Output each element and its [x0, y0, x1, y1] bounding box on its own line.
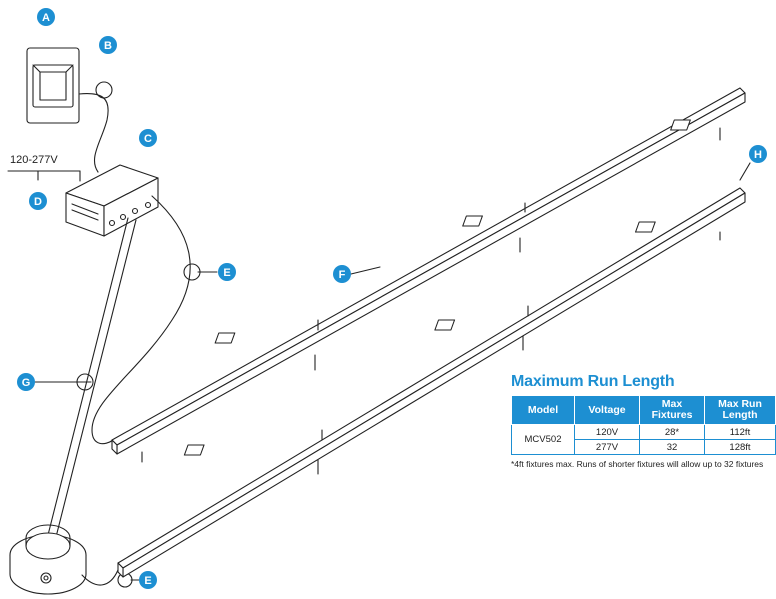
cell-voltage: 120V [574, 424, 640, 440]
table-header-row: Model Voltage Max Fixtures Max Run Lengt… [511, 395, 776, 425]
callout-g: G [17, 373, 35, 391]
run-table-title: Maximum Run Length [511, 373, 675, 390]
callout-c: C [139, 129, 157, 147]
svg-text:F: F [339, 269, 346, 281]
header-model: Model [511, 395, 575, 425]
header-max-fixtures: Max Fixtures [639, 395, 705, 425]
cell-fixtures: 28* [639, 424, 705, 440]
cell-model: MCV502 [511, 424, 575, 455]
header-max-run-length: Max Run Length [704, 395, 776, 425]
callout-d: D [29, 192, 47, 210]
control-cable [78, 93, 109, 173]
callout-h: H [749, 145, 767, 163]
svg-text:H: H [754, 149, 762, 161]
svg-text:E: E [144, 575, 151, 587]
max-run-length-panel: Maximum Run Length Model Voltage Max Fix… [511, 373, 776, 469]
wall-controller [26, 47, 80, 124]
svg-text:C: C [144, 133, 152, 145]
run-table-note: *4ft fixtures max. Runs of shorter fixtu… [511, 459, 764, 469]
power-supply-box [65, 164, 159, 237]
cable-marker-b [95, 81, 113, 99]
fixture-run-lower [117, 187, 746, 589]
voltage-label: 120-277V [10, 154, 58, 166]
table-row: MCV502 120V 28* 112ft [511, 424, 776, 455]
cell-voltage: 277V [574, 439, 640, 455]
svg-text:B: B [104, 40, 112, 52]
header-voltage: Voltage [574, 395, 640, 425]
callout-e-upper: E [218, 263, 236, 281]
callout-e-lower: E [139, 571, 157, 589]
svg-text:A: A [42, 12, 50, 24]
fixture-cable-upper [91, 195, 191, 445]
callout-b: B [99, 36, 117, 54]
conduit [47, 217, 137, 538]
junction-box [9, 524, 87, 595]
run-length-table: Model Voltage Max Fixtures Max Run Lengt… [511, 395, 776, 455]
svg-text:G: G [22, 377, 31, 389]
cell-fixtures: 32 [639, 439, 705, 455]
cell-length: 112ft [704, 424, 776, 440]
callout-f: F [333, 265, 351, 283]
cell-length: 128ft [704, 439, 776, 455]
table-row: 277V 32 128ft [512, 439, 776, 455]
svg-text:E: E [223, 267, 230, 279]
fixture-run-upper [111, 87, 746, 463]
voltage-input [7, 170, 81, 182]
callout-a: A [37, 8, 55, 26]
svg-text:D: D [34, 196, 42, 208]
